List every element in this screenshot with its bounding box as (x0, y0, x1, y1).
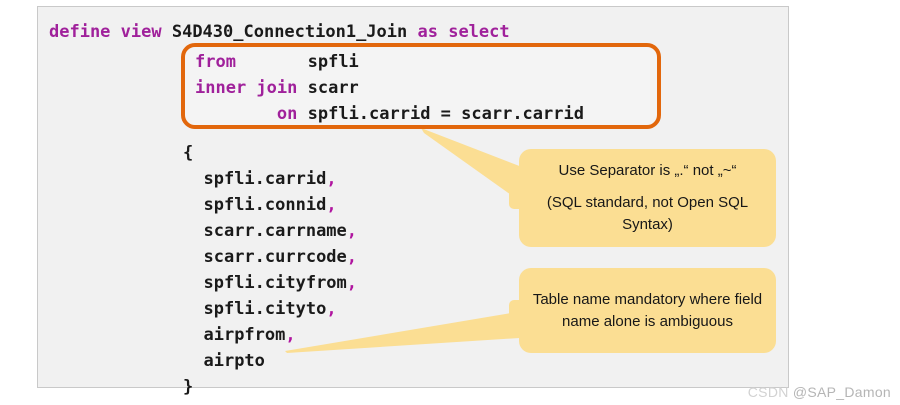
gap-from (236, 52, 308, 72)
field-comma: , (346, 247, 358, 267)
field-name: airpfrom (203, 325, 286, 345)
field-comma: , (346, 273, 358, 293)
define-view-line: define view S4D430_Connection1_Join as s… (49, 22, 510, 42)
field-indent (183, 169, 203, 189)
join-line-on: on spfli.carrid = scarr.carrid (195, 101, 584, 127)
field-indent (183, 247, 203, 267)
gap-on (297, 104, 307, 124)
field-comma: , (285, 325, 296, 345)
field-name: scarr.currcode (203, 247, 347, 267)
keyword-as-select: as select (417, 22, 510, 42)
indent-on (195, 104, 277, 124)
callout-separator: Use Separator is „.“ not „~“ (SQL standa… (509, 149, 776, 247)
field-indent (183, 299, 203, 319)
field-indent (183, 351, 203, 371)
field-row: airpto (183, 348, 357, 374)
callout-separator-line-1: Use Separator is „.“ not „~“ (558, 162, 737, 179)
field-indent (183, 273, 203, 293)
close-brace: } (183, 377, 194, 397)
field-name: spfli.cityfrom (203, 273, 347, 293)
callout-table-name-line-1: Table name mandatory where field name al… (532, 290, 763, 330)
field-comma: , (326, 299, 337, 319)
field-indent (183, 325, 203, 345)
slide-panel: define view S4D430_Connection1_Join as s… (37, 6, 789, 397)
field-name: spfli.connid (203, 195, 327, 215)
select-field-list: { spfli.carrid, spfli.connid, scarr.carr… (183, 140, 357, 400)
on-condition: spfli.carrid = scarr.carrid (307, 104, 584, 124)
join-line-inner-join: inner join scarr (195, 75, 584, 101)
field-row: scarr.currcode, (183, 244, 357, 270)
field-name: spfli.cityto (203, 299, 327, 319)
field-name: airpto (203, 351, 265, 371)
callout-separator-line-2: (SQL standard, not Open SQL Syntax) (546, 194, 749, 233)
connector-fields-to-tablename-callout (285, 309, 535, 353)
field-row: spfli.cityfrom, (183, 270, 357, 296)
callout-table-name: Table name mandatory where field name al… (509, 268, 776, 353)
field-comma: , (326, 195, 337, 215)
field-row: spfli.connid, (183, 192, 357, 218)
open-brace: { (183, 143, 194, 163)
field-indent (183, 195, 203, 215)
field-comma: , (326, 169, 337, 189)
field-name: spfli.carrid (203, 169, 327, 189)
field-row: scarr.carrname, (183, 218, 357, 244)
keyword-define-view: define view (49, 22, 162, 42)
keyword-inner-join: inner join (195, 78, 298, 98)
join-line-from: from spfli (195, 49, 584, 75)
field-name: scarr.carrname (203, 221, 347, 241)
watermark-site: CSDN (747, 384, 789, 400)
gap-inner-join (297, 78, 307, 98)
table-scarr: scarr (307, 78, 359, 98)
field-comma: , (346, 221, 358, 241)
field-row: spfli.cityto, (183, 296, 357, 322)
join-clause-lines: from spfli inner join scarr on spfli.car… (195, 49, 584, 127)
field-indent (183, 221, 203, 241)
table-spfli: spfli (307, 52, 359, 72)
view-name: S4D430_Connection1_Join (171, 22, 408, 42)
callout-nub-icon (509, 299, 523, 322)
keyword-from: from (195, 52, 236, 72)
watermark-user: @SAP_Damon (792, 384, 891, 400)
view-name-text (162, 22, 172, 42)
callout-nub-icon (509, 187, 523, 209)
keyword-on: on (276, 104, 298, 124)
connector-join-to-separator-callout (421, 128, 535, 212)
field-row: airpfrom, (183, 322, 357, 348)
watermark: CSDN @SAP_Damon (748, 384, 891, 400)
join-clause-box (181, 43, 661, 129)
field-row: spfli.carrid, (183, 166, 357, 192)
spacer-1 (407, 22, 417, 42)
